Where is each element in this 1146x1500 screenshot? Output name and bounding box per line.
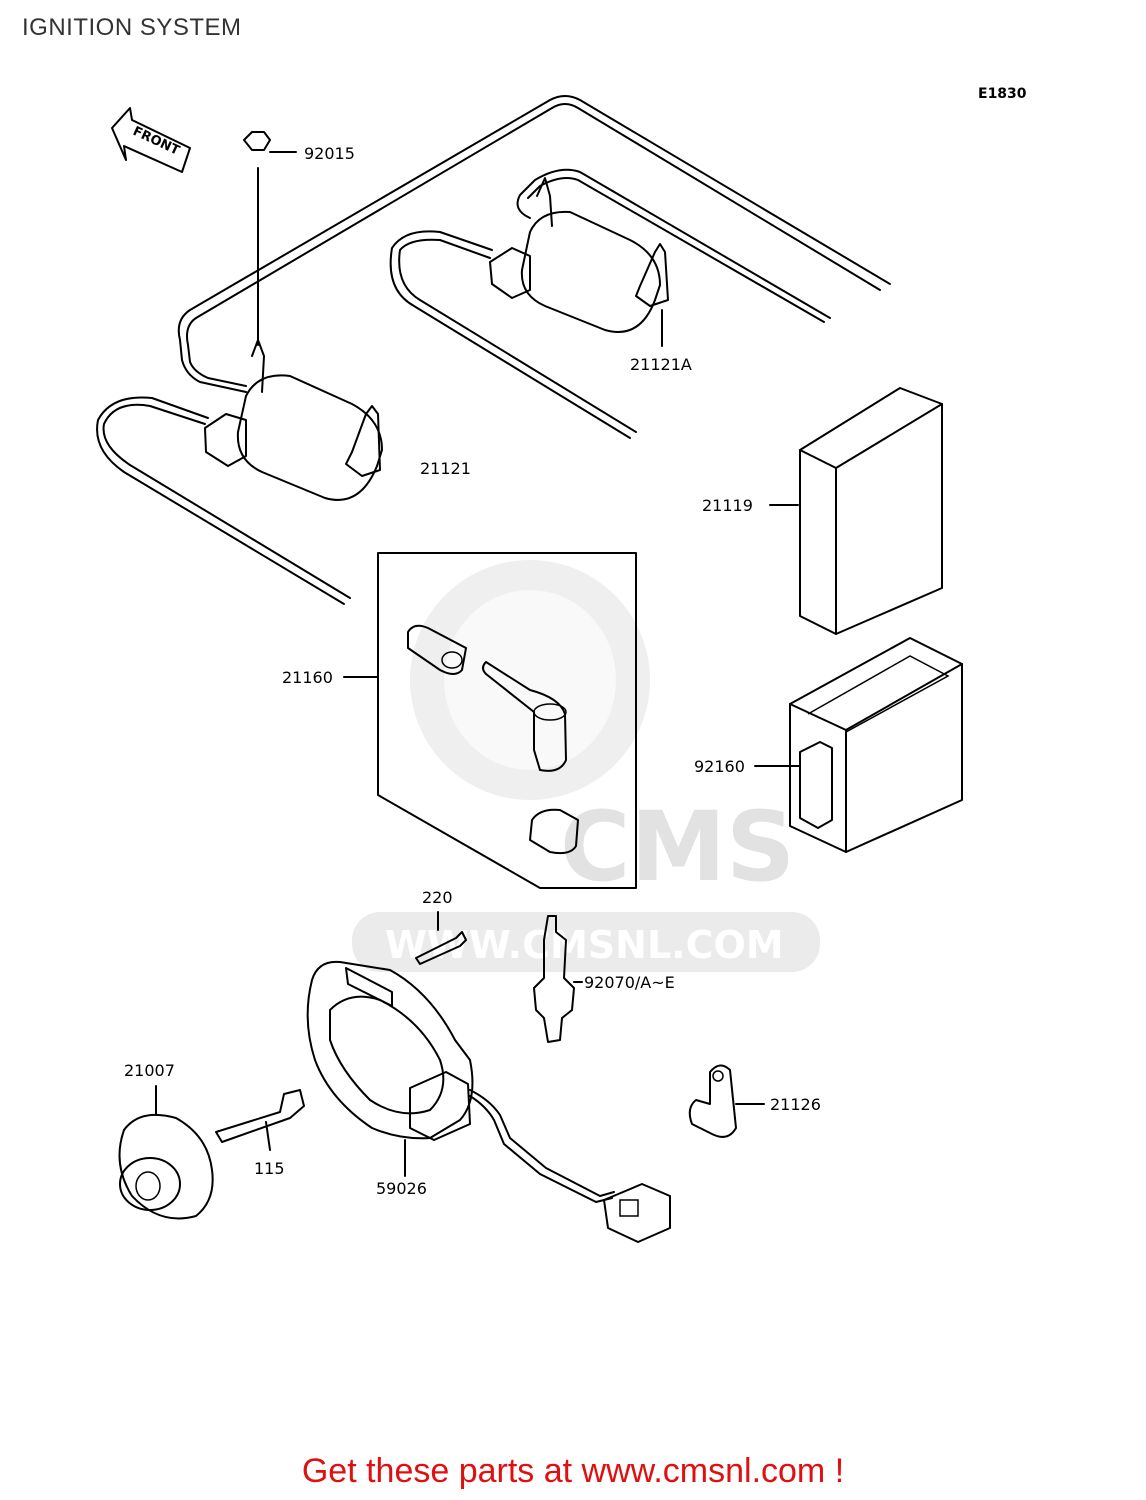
cms-watermark: CMS WWW.CMSNL.COM	[352, 560, 820, 972]
label-220: 220	[422, 888, 453, 907]
spark-plug	[533, 915, 583, 1043]
label-92160: 92160	[694, 757, 745, 776]
igniter-case	[754, 637, 963, 853]
high-tension-leads	[96, 95, 891, 605]
diagram-code: E1830	[978, 86, 1027, 102]
front-arrow-icon: FRONT	[111, 107, 191, 173]
label-21119: 21119	[702, 496, 753, 515]
label-21126: 21126	[770, 1095, 821, 1114]
clamp-21126	[688, 1064, 765, 1138]
label-115: 115	[254, 1159, 285, 1178]
ignition-coil-front	[204, 131, 383, 501]
front-label: FRONT	[130, 124, 181, 159]
watermark-url: WWW.CMSNL.COM	[385, 923, 784, 967]
pickup-coil-assembly	[306, 960, 671, 1243]
timing-rotor	[118, 1085, 214, 1220]
label-21121A: 21121A	[630, 355, 692, 374]
bolt-115	[215, 1089, 305, 1151]
igniter-unit	[769, 387, 943, 635]
ignition-coil-rear	[489, 177, 669, 347]
label-59026: 59026	[376, 1179, 427, 1198]
footer-cta-link[interactable]: Get these parts at www.cmsnl.com !	[301, 1452, 845, 1490]
label-92015: 92015	[304, 144, 355, 163]
kit-box	[343, 552, 637, 889]
screw-220	[415, 911, 467, 965]
label-21160: 21160	[282, 668, 333, 687]
label-21007: 21007	[124, 1061, 175, 1080]
watermark-brand: CMS	[560, 791, 795, 903]
label-21121: 21121	[420, 459, 471, 478]
page-title: IGNITION SYSTEM	[22, 14, 242, 41]
label-92070: 92070/A~E	[584, 973, 675, 992]
